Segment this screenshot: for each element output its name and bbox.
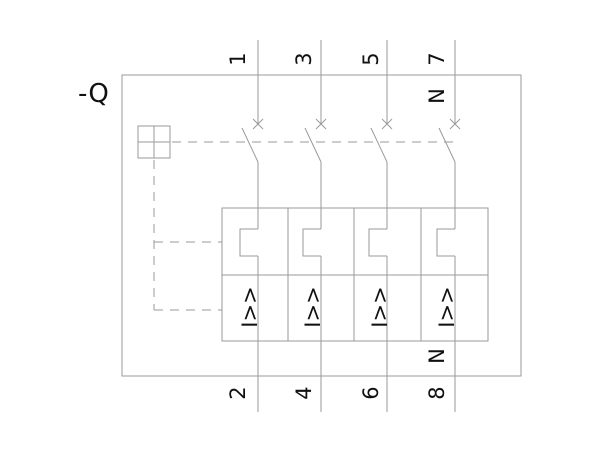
trip-label-4: I>> <box>435 286 459 327</box>
terminal-bottom-8: 8 <box>425 386 449 399</box>
neutral-bottom-label: N <box>425 348 449 364</box>
switch-blade <box>370 127 388 163</box>
trip-label-3: I>> <box>368 286 392 327</box>
switch-blade <box>304 127 322 163</box>
terminal-top-7: 7 <box>425 52 449 65</box>
switch-blade <box>241 127 259 163</box>
terminal-top-3: 3 <box>292 52 316 65</box>
mechanical-linkage <box>153 141 458 311</box>
thermal-trip-icon <box>302 228 321 257</box>
terminal-top-1: 1 <box>226 52 250 65</box>
pole-3 <box>368 40 393 412</box>
pole-4-neutral <box>436 40 461 412</box>
thermal-trip-icon <box>239 228 258 257</box>
terminal-bottom-2: 2 <box>226 386 250 399</box>
terminal-bottom-6: 6 <box>359 386 383 399</box>
contact-cross-icon <box>252 118 264 130</box>
thermal-trip-icon <box>368 228 387 257</box>
contact-cross-icon <box>381 118 393 130</box>
pole-2 <box>302 40 327 412</box>
contact-cross-icon <box>449 118 461 130</box>
contact-cross-icon <box>315 118 327 130</box>
component-ref-label: -Q <box>78 79 109 109</box>
switch-blade <box>438 127 456 163</box>
neutral-top-label: N <box>425 88 449 104</box>
trip-label-2: I>> <box>301 286 325 327</box>
protection-block <box>221 207 489 342</box>
terminal-bottom-4: 4 <box>292 386 316 399</box>
trip-label-1: I>> <box>238 286 262 327</box>
manual-operator-icon <box>137 125 171 159</box>
pole-1 <box>239 40 264 412</box>
thermal-trip-icon <box>436 228 455 257</box>
terminal-top-5: 5 <box>359 52 383 65</box>
